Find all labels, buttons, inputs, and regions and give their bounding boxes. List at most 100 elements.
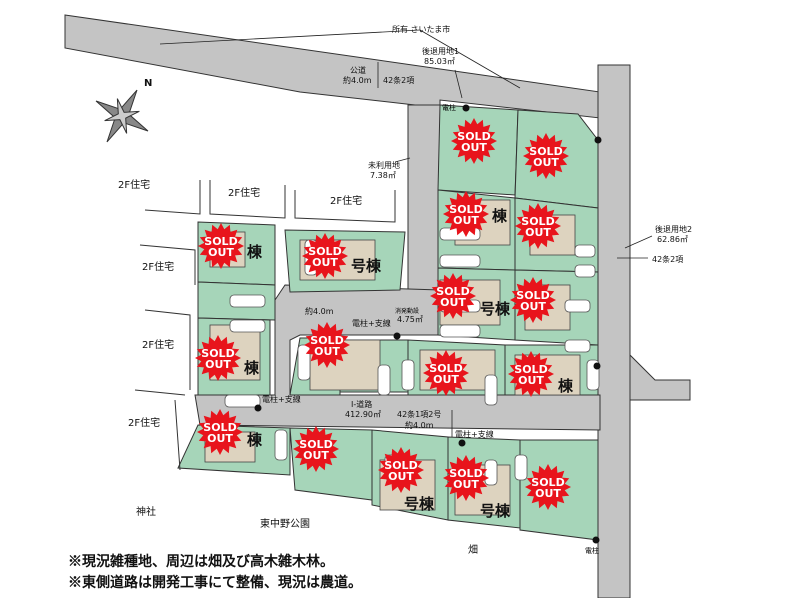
starburst-icon: [523, 133, 569, 179]
building-label: 棟: [247, 431, 263, 449]
house-2f-4: 2F住宅: [142, 260, 174, 273]
starburst-icon: [302, 233, 348, 279]
starburst-icon: [378, 447, 424, 493]
pole-branch-south: 電柱+支線: [455, 429, 494, 439]
public-road-width: 約4.0m: [343, 75, 372, 85]
building-label: 号棟: [351, 257, 382, 275]
sold-text: SOLD: [299, 438, 332, 451]
building-label: 棟: [492, 207, 508, 225]
sold-text: SOLD: [457, 130, 490, 143]
owner-label: 所有 さいたま市: [392, 24, 450, 34]
garbage-area-name: 消発動設: [395, 307, 419, 315]
starburst-icon: [430, 273, 476, 319]
building-label: 号棟: [480, 300, 511, 318]
out-text: OUT: [535, 487, 561, 500]
out-text: OUT: [518, 374, 544, 387]
pole-north: 電柱: [442, 103, 456, 112]
starburst-icon: [515, 203, 561, 249]
building-label: 棟: [244, 359, 260, 377]
out-text: OUT: [207, 432, 233, 445]
pole-branch-label: 電柱+支線: [352, 318, 391, 328]
sold-text: SOLD: [429, 362, 462, 375]
building-label: 号棟: [404, 495, 435, 513]
sold-text: SOLD: [521, 215, 554, 228]
car-icon: [484, 374, 498, 406]
sold-text: SOLD: [203, 421, 236, 434]
field-label: 畑: [468, 543, 478, 556]
north-public-road: [64, 14, 601, 119]
sold-text: SOLD: [384, 459, 417, 472]
setback2-name: 後退用地2: [655, 224, 692, 234]
shrine-label: 神社: [136, 505, 156, 518]
car-icon: [514, 454, 528, 481]
public-road-label: 公道: [350, 65, 366, 75]
starburst-icon: [293, 426, 339, 472]
setback1-area: 85.03㎡: [424, 57, 455, 66]
inner-road-width: 約4.0m: [305, 306, 334, 316]
starburst-icon: [443, 191, 489, 237]
sold-text: SOLD: [201, 347, 234, 360]
out-text: OUT: [453, 478, 479, 491]
road-area: 412.90㎡: [345, 410, 381, 419]
starburst-icon: [451, 118, 497, 164]
building-label: 号棟: [480, 502, 511, 520]
article-42-2-top: 42条2項: [383, 75, 414, 85]
road-name: Ⅰ-道路: [351, 399, 372, 409]
car-icon: [229, 319, 266, 333]
car-icon: [439, 254, 481, 268]
out-text: OUT: [461, 141, 487, 154]
car-icon: [564, 299, 591, 313]
house-2f-1: 2F住宅: [118, 178, 150, 191]
car-icon: [484, 459, 498, 486]
unused-land-area: 7.38㎡: [370, 171, 396, 180]
park-label: 東中野公園: [260, 517, 310, 530]
garbage-area-size: 4.75㎡: [397, 315, 423, 324]
house-2f-5: 2F住宅: [142, 338, 174, 351]
setback1-name: 後退用地1: [422, 46, 459, 56]
car-icon: [564, 339, 591, 353]
car-icon: [401, 359, 415, 391]
out-text: OUT: [388, 470, 414, 483]
compass-icon: N: [95, 78, 152, 143]
pole-branch-west: 電柱+支線: [262, 394, 301, 404]
starburst-icon: [197, 409, 243, 455]
out-text: OUT: [520, 300, 546, 313]
starburst-icon: [443, 455, 489, 501]
out-text: OUT: [312, 256, 338, 269]
starburst-icon: [508, 351, 554, 397]
starburst-icon: [304, 322, 350, 368]
neighbor-outlines: [134, 180, 396, 471]
starburst-icon: [423, 350, 469, 396]
article-42-2-east: 42条2項: [652, 254, 683, 264]
sold-text: SOLD: [514, 363, 547, 376]
car-icon: [439, 324, 481, 338]
sold-text: SOLD: [436, 285, 469, 298]
setback2-area: 62.86㎡: [657, 235, 688, 244]
out-text: OUT: [453, 214, 479, 227]
sold-text: SOLD: [310, 334, 343, 347]
car-icon: [297, 344, 311, 381]
house-2f-2: 2F住宅: [228, 186, 260, 199]
out-text: OUT: [440, 296, 466, 309]
sold-text: SOLD: [204, 235, 237, 248]
road-width: 約4.0m: [405, 420, 434, 430]
out-text: OUT: [533, 156, 559, 169]
building-label: 棟: [558, 377, 574, 395]
note-1: ※現況雑種地、周辺は畑及び高木雑木林。: [68, 554, 334, 570]
utility-poles: [254, 104, 602, 544]
car-icon: [377, 364, 391, 396]
